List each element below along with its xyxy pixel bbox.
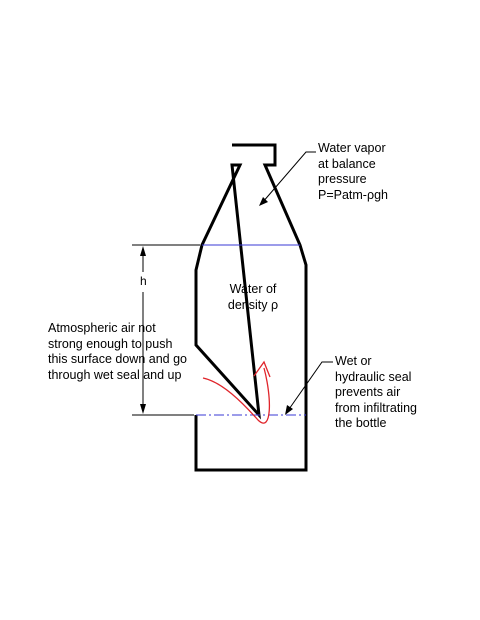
atmospheric-label-line: through wet seal and up [48,367,182,382]
h-arrow-bottom [140,404,146,414]
vapor-leader-arrow [259,197,268,206]
atmospheric-label-line: Atmospheric air not [48,321,156,335]
seal-leader-arrow [285,405,293,415]
vapor-label: Water vapor at balance pressure P=Patm-ρ… [318,141,388,203]
seal-label-line: Wet or [335,354,372,368]
seal-label-line: hydraulic seal [335,369,412,384]
vapor-leader [261,151,316,204]
vapor-label-line: P=Patm-ρgh [318,187,388,202]
h-arrow-top [140,246,146,256]
air-path-arrow [202,367,271,424]
height-label: h [140,274,147,288]
atmospheric-label-line: this surface down and go [48,352,187,366]
water-label: Water of density ρ [218,282,288,313]
seal-label-line: prevents air [335,385,401,399]
atmospheric-label-line: strong enough to push [48,336,173,351]
seal-label-line: from infiltrating [335,400,417,415]
water-label-line: Water of [229,282,277,296]
seal-label-line: the bottle [335,416,387,430]
wet-seal-label: Wet or hydraulic seal prevents air from … [335,354,417,432]
air-path-arrowhead [253,360,271,378]
water-label-line: density ρ [227,297,279,312]
vapor-label-line: pressure [318,172,367,186]
vapor-label-line: at balance [318,156,376,171]
seal-leader [286,361,333,413]
atmospheric-air-label: Atmospheric air not strong enough to pus… [48,321,187,383]
vapor-label-line: Water vapor [318,141,386,155]
